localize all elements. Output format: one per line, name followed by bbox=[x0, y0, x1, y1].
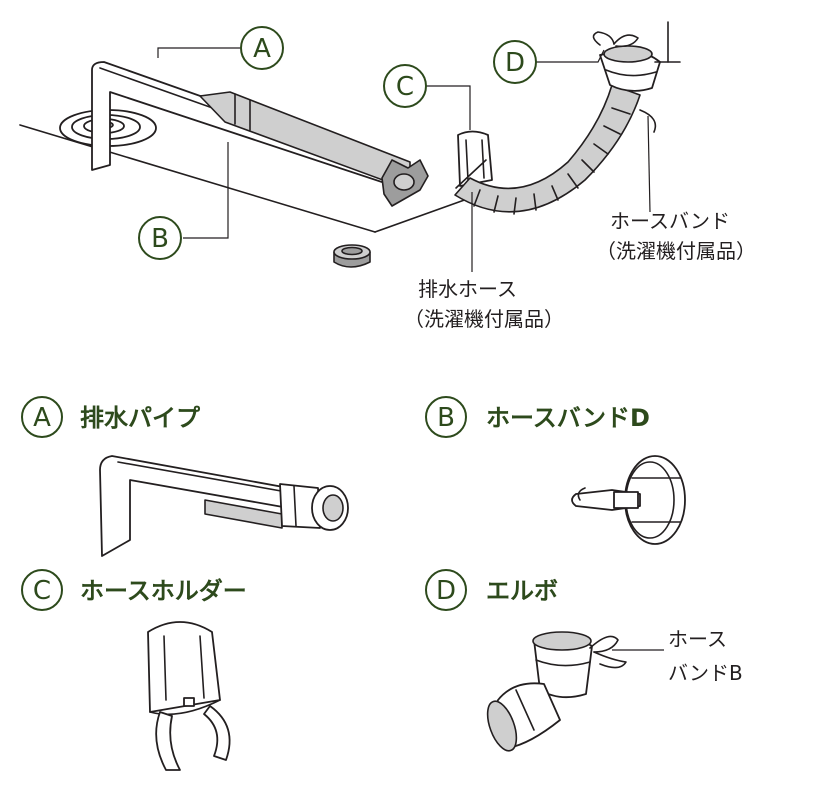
svg-text:A: A bbox=[253, 34, 271, 64]
svg-text:排水パイプ: 排水パイプ bbox=[80, 404, 201, 432]
leader-d bbox=[536, 49, 605, 63]
hose-band-label-line2: （洗濯機付属品） bbox=[596, 239, 756, 263]
part-b-heading: B ホースバンドD bbox=[425, 396, 650, 438]
svg-text:C: C bbox=[33, 576, 51, 606]
svg-text:A: A bbox=[33, 403, 51, 433]
hose-band-b-label-line2: バンドB bbox=[668, 661, 743, 685]
callout-c: C bbox=[383, 64, 427, 108]
callout-d: D bbox=[493, 40, 537, 84]
svg-text:D: D bbox=[436, 576, 456, 606]
drain-pipe-assembled bbox=[91, 61, 411, 191]
part-d-heading: D エルボ bbox=[425, 569, 558, 611]
hose-holder-assembled bbox=[457, 130, 493, 187]
elbow-assembled bbox=[599, 45, 661, 92]
svg-text:ホースバンドD: ホースバンドD bbox=[486, 404, 650, 432]
svg-text:D: D bbox=[505, 48, 525, 78]
wing-knob bbox=[381, 159, 429, 207]
leader-b bbox=[183, 142, 229, 239]
elbow-illustration bbox=[486, 631, 627, 752]
part-a-heading: A 排水パイプ bbox=[21, 396, 201, 438]
svg-text:エルボ: エルボ bbox=[486, 577, 558, 605]
leader-hose-band bbox=[647, 115, 651, 213]
pan-edge-right bbox=[374, 197, 471, 233]
hose-band-b-label-line1: ホース bbox=[668, 627, 727, 651]
drain-hose-label-line2: （洗濯機付属品） bbox=[404, 307, 564, 331]
drain-hose-label-line1: 排水ホース bbox=[418, 277, 517, 301]
drain-hose-assembled bbox=[454, 84, 641, 215]
assembly-illustration bbox=[19, 21, 681, 268]
hose-holder-illustration bbox=[147, 621, 231, 771]
callout-a: A bbox=[240, 26, 284, 70]
hose-band-d-illustration bbox=[571, 455, 686, 545]
part-c-heading: C ホースホルダー bbox=[21, 569, 247, 611]
svg-text:ホースホルダー: ホースホルダー bbox=[80, 577, 247, 605]
drain-pipe-illustration bbox=[99, 455, 349, 557]
washer-foot bbox=[333, 244, 371, 268]
svg-text:B: B bbox=[151, 224, 169, 254]
hose-band-label-line1: ホースバンド bbox=[610, 209, 730, 233]
hose-band-assembled bbox=[592, 31, 657, 133]
leader-c bbox=[426, 85, 471, 130]
leader-a bbox=[157, 47, 240, 58]
svg-text:B: B bbox=[437, 403, 455, 433]
svg-text:C: C bbox=[396, 72, 414, 102]
callout-b: B bbox=[138, 216, 182, 260]
